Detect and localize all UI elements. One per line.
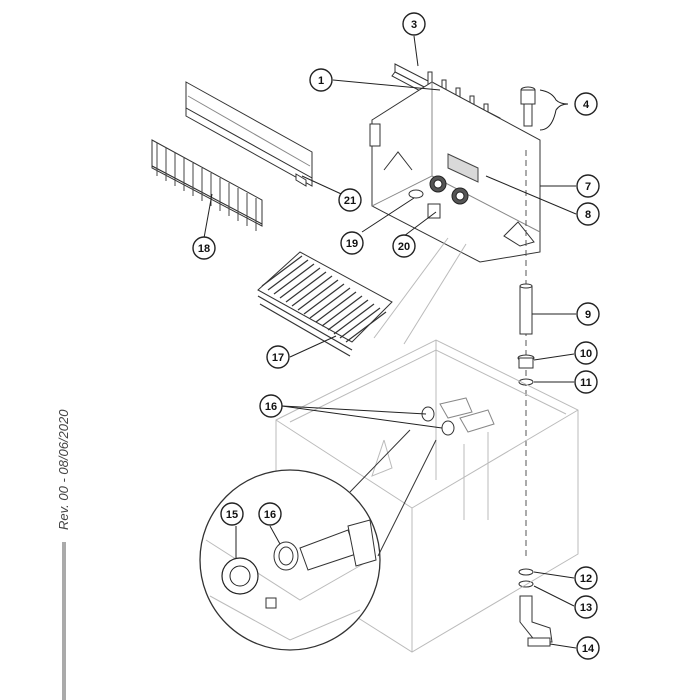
pump-20 [427, 187, 469, 219]
svg-text:21: 21 [344, 195, 356, 207]
callout-14: 14 [576, 636, 600, 660]
svg-text:19: 19 [346, 238, 358, 250]
svg-text:11: 11 [580, 377, 592, 389]
splash-panel [185, 81, 313, 187]
vertical-pipe-assembly [517, 150, 553, 647]
svg-text:10: 10 [580, 348, 592, 360]
svg-text:16: 16 [265, 401, 277, 413]
svg-text:8: 8 [585, 209, 591, 221]
svg-text:4: 4 [583, 99, 590, 111]
revision-stamp: Rev. 00 - 08/06/2020 [56, 409, 71, 700]
callout-9: 9 [576, 302, 600, 326]
leader-lines [203, 35, 577, 649]
callout-10: 10 [574, 341, 598, 365]
pump-19 [408, 175, 447, 199]
svg-text:14: 14 [582, 643, 595, 655]
upper-tank [369, 81, 541, 263]
callout-1: 1 [309, 68, 333, 92]
svg-text:18: 18 [198, 243, 210, 255]
svg-text:12: 12 [580, 573, 592, 585]
revision-bar [62, 542, 66, 700]
inner-fittings [421, 397, 495, 436]
callout-4: 4 [574, 92, 598, 116]
grid-panel [151, 139, 263, 231]
svg-text:15: 15 [226, 509, 238, 521]
svg-text:17: 17 [272, 352, 284, 364]
base-cabinet [275, 237, 579, 653]
callout-12: 12 [574, 566, 598, 590]
callout-18: 18 [192, 236, 216, 260]
svg-text:13: 13 [580, 602, 592, 614]
callout-19: 19 [340, 231, 364, 255]
callout-20: 20 [392, 234, 416, 258]
callout-15: 15 [220, 502, 244, 526]
callout-13: 13 [574, 595, 598, 619]
callout-16-main: 16 [259, 394, 283, 418]
callout-7: 7 [576, 174, 600, 198]
detail-magnifier [199, 429, 437, 651]
svg-text:1: 1 [318, 75, 324, 87]
callout-21: 21 [338, 188, 362, 212]
svg-text:16: 16 [264, 509, 276, 521]
wire-basket [257, 251, 393, 357]
callout-17: 17 [266, 345, 290, 369]
callout-3: 3 [402, 12, 426, 36]
callout-8: 8 [576, 202, 600, 226]
svg-text:7: 7 [585, 181, 591, 193]
tank-plate [447, 153, 479, 183]
svg-text:9: 9 [585, 309, 591, 321]
callout-16-detail: 16 [258, 502, 282, 526]
svg-text:20: 20 [398, 241, 410, 253]
callout-11: 11 [574, 370, 598, 394]
svg-text:3: 3 [411, 19, 417, 31]
revision-text: Rev. 00 - 08/06/2020 [56, 409, 71, 530]
